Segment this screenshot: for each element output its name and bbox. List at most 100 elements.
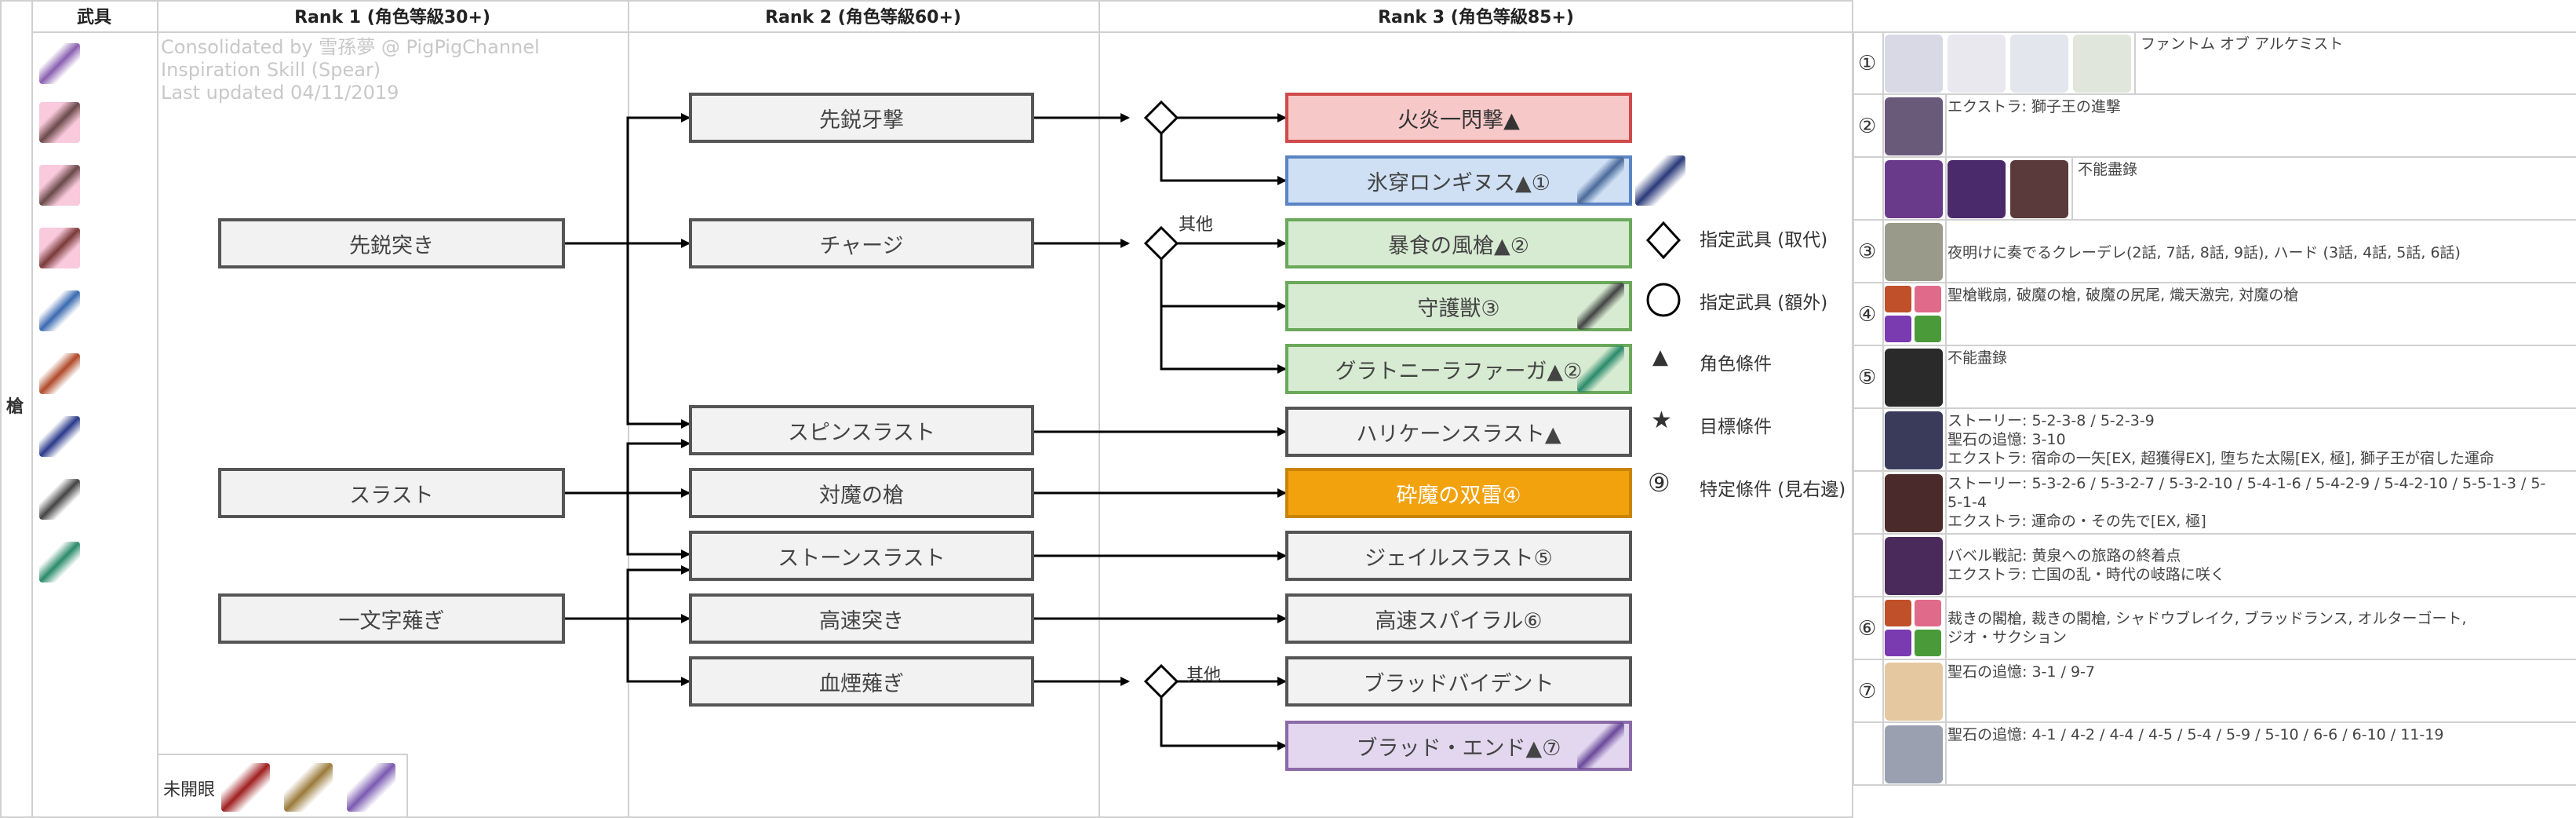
condition-line: エクストラ: 亡国の乱・時代の岐路に咲く [1947,566,2225,583]
character-portrait [1885,725,1943,783]
character-portrait [1885,349,1943,407]
condition-line: エクストラ: 運命の・その先で[EX, 極] [1947,513,2206,530]
condition-line: エクストラ: 宿命の一矢[EX, 超獲得EX], 堕ちた太陽[EX, 極], 獅… [1947,450,2494,467]
rank1-skill: 先鋭突き [218,218,565,268]
col-divider [157,0,158,818]
skill-icon [1885,630,1911,656]
condition-line: ストーリー: 5-3-2-6 / 5-3-2-7 / 5-3-2-10 / 5-… [1947,475,2546,492]
rank2-skill: ストーンスラスト [689,531,1034,581]
header-rank3: Rank 3 (角色等級85+) [1378,8,1574,27]
character-portrait [1885,97,1943,155]
header-divider [31,31,1853,33]
rank3-skill: 氷穿ロンギヌス▲① [1285,155,1632,206]
monster-portrait [1885,223,1943,281]
condition-number: ④ [1858,303,1877,327]
condition-line: 聖槍戦扇, 破魔の槍, 破魔の尻尾, 熾天激完, 対魔の槍 [1947,287,2299,304]
branch-diamond [1143,225,1179,261]
condition-number: ① [1858,52,1877,75]
monster-portrait [1947,160,2006,218]
watermark-line: Inspiration Skill (Spear) [161,59,381,81]
spear-icon [39,228,80,268]
condition-number: ② [1858,115,1877,138]
spear-icon [39,416,80,457]
spear-icon [1577,345,1624,393]
spear-icon [39,290,80,331]
spear-icon [1635,155,1685,206]
legend-label: 特定條件 (見右邊) [1700,480,1846,500]
rank3-skill: 砕魔の双雷④ [1285,468,1632,518]
branch-diamond [1143,663,1179,699]
legend-label: 角色條件 [1700,354,1772,374]
condition-row: ③ 夜明けに奏でるクレーデレ(2話, 7話, 8話, 9話), ハード (3話,… [1853,220,2576,283]
condition-line: ジオ・サクション [1947,629,2068,646]
condition-line: 夜明けに奏でるクレーデレ(2話, 7話, 8話, 9話), ハード (3話, 4… [1947,244,2461,261]
condition-line: ストーリー: 5-2-3-8 / 5-2-3-9 [1947,412,2155,429]
rank3-skill: 守護獣③ [1285,281,1632,331]
condition-line: 不能盡錄 [1947,349,2008,367]
spear-icon [1577,157,1624,204]
rank3-skill: 暴食の風槍▲② [1285,218,1632,268]
monster-portrait [2010,160,2068,218]
skill-icon [1885,316,1911,342]
legend-label: 指定武具 (取代) [1700,230,1828,250]
unopened-label: 未開眼 [163,780,216,800]
condition-row: バベル戦記: 黄泉への旅路の終着点 エクストラ: 亡国の乱・時代の岐路に咲く [1853,534,2576,597]
branch-label: 其他 [1186,666,1222,685]
condition-line: バベル戦記: 黄泉への旅路の終着点 [1947,547,2181,564]
condition-line: 不能盡錄 [2078,161,2138,178]
col-divider [31,0,33,818]
branch-diamond [1143,100,1179,136]
character-portrait [1885,35,1943,93]
spear-icon [221,763,270,812]
legend-circle-icon [1646,283,1681,317]
condition-row: ② エクストラ: 獅子王の進撃 [1853,94,2576,157]
spear-icon [39,102,80,143]
skill-icon [1915,286,1941,312]
spear-icon [39,165,80,206]
skill-icon [1915,630,1941,656]
rank3-skill: グラトニーラファーガ▲② [1285,344,1632,394]
condition-row: ⑦ 聖石の追憶: 3-1 / 9-7 [1853,659,2576,722]
watermark-line: Consolidated by 雪孫夢 @ PigPigChannel [161,36,540,58]
header-weapon: 武具 [76,8,111,27]
rank3-skill: ブラッドバイデント [1285,656,1632,707]
col-divider [1099,0,1100,818]
legend-diamond-icon [1645,221,1682,260]
character-portrait [2010,35,2068,93]
condition-row: ④ 聖槍戦扇, 破魔の槍, 破魔の尻尾, 熾天激完, 対魔の槍 [1853,283,2576,345]
condition-line: 聖石の追憶: 3-10 [1947,431,2066,448]
condition-line: 裁きの閣槍, 裁きの閣槍, シャドウブレイク, ブラッドランス, オルターゴート… [1947,610,2467,627]
condition-line: 聖石の追憶: 3-1 / 9-7 [1947,663,2095,681]
rank2-skill: 対魔の槍 [689,468,1034,518]
character-portrait [1947,35,2006,93]
condition-row: 不能盡錄 [1853,157,2576,220]
rank3-skill: ブラッド・エンド▲⑦ [1285,721,1632,771]
character-portrait [1885,663,1943,721]
watermark: Consolidated by 雪孫夢 @ PigPigChannel Insp… [161,36,540,104]
spear-icon [39,479,80,520]
rank2-skill: 先鋭牙撃 [689,93,1034,143]
spear-icon [347,763,395,812]
rank2-skill: 血煙薙ぎ [689,656,1034,707]
condition-text: ファントム オブ アルケミスト [2134,31,2574,94]
header-rank2: Rank 2 (角色等級60+) [765,8,961,27]
spear-icon [1577,722,1624,769]
watermark-line: Last updated 04/11/2019 [161,82,399,104]
legend-number-icon: ⑨ [1648,468,1671,498]
condition-row: ① ファントム オブ アルケミスト [1853,31,2576,94]
condition-number: ⑤ [1858,366,1877,389]
rank3-skill: ジェイルスラスト⑤ [1285,531,1632,581]
branch-label: 其他 [1179,215,1214,235]
spear-icon [1577,283,1624,330]
unopened-box: 未開眼 [157,754,408,818]
spear-icon [39,43,80,84]
rank2-skill: 高速突き [689,593,1034,644]
flow-connectors [565,100,1287,750]
condition-row: ⑥ 裁きの閣槍, 裁きの閣槍, シャドウブレイク, ブラッドランス, オルターゴ… [1853,597,2576,659]
condition-row: ⑤ 不能盡錄 [1853,345,2576,408]
rank1-skill: 一文字薙ぎ [218,593,565,644]
table-frame [0,0,1853,818]
rank3-skill: 高速スパイラル⑥ [1285,593,1632,644]
rank2-skill: チャージ [689,218,1034,268]
condition-row: 聖石の追憶: 4-1 / 4-2 / 4-4 / 4-5 / 5-4 / 5-9… [1853,722,2576,785]
